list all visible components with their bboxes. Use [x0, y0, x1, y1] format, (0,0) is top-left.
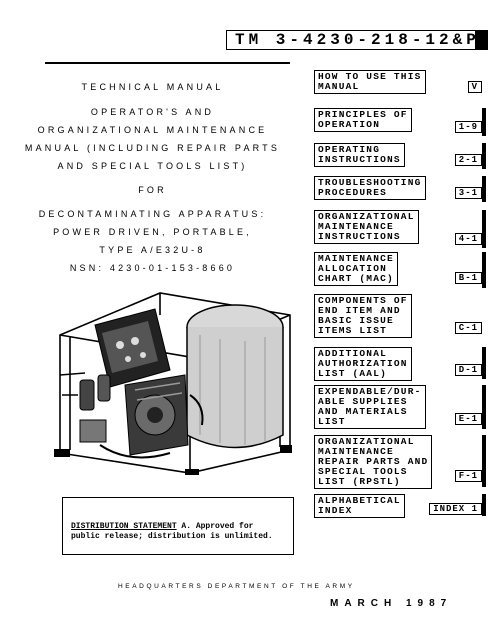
tab-edge-mark — [482, 210, 486, 248]
tab-page-number: F-1 — [454, 470, 482, 482]
tab-label: OPERATING INSTRUCTIONS — [314, 143, 405, 167]
tab-page-number: 3-1 — [454, 187, 482, 199]
tab-label: TROUBLESHOOTING PROCEDURES — [314, 176, 426, 200]
tab-edge-mark — [482, 143, 486, 169]
tm-box-edge-mark — [475, 31, 487, 49]
tab-label: HOW TO USE THIS MANUAL — [314, 70, 426, 94]
tab-page-number: E-1 — [454, 413, 482, 425]
tab-edge-mark — [482, 385, 486, 429]
title-line: DECONTAMINATING APPARATUS: — [38, 209, 267, 219]
title-line: TECHNICAL MANUAL — [81, 82, 224, 92]
tab-label: MAINTENANCE ALLOCATION CHART (MAC) — [314, 252, 398, 286]
title-line: POWER DRIVEN, PORTABLE, — [53, 227, 252, 237]
tab-page-number: B-1 — [454, 272, 482, 284]
header-rule — [45, 62, 290, 64]
decontaminating-apparatus-illustration — [54, 292, 292, 475]
tab-label: PRINCIPLES OF OPERATION — [314, 108, 412, 132]
tab-page-number: 1-9 — [454, 121, 482, 133]
tab-label: COMPONENTS OF END ITEM AND BASIC ISSUE I… — [314, 294, 412, 338]
tab-edge-mark — [482, 252, 486, 288]
tab-label: ALPHABETICAL INDEX — [314, 494, 405, 518]
manual-title-block: TECHNICAL MANUAL OPERATOR'S AND ORGANIZA… — [10, 82, 295, 273]
tab-page-number: C-1 — [454, 322, 482, 334]
title-line: ORGANIZATIONAL MAINTENANCE — [37, 125, 268, 135]
distribution-statement-box: DISTRIBUTION STATEMENT A. Approved for p… — [62, 497, 294, 555]
issuing-organization: HEADQUARTERS DEPARTMENT OF THE ARMY — [118, 583, 355, 590]
tab-edge-mark — [482, 494, 486, 516]
tab-page-number: D-1 — [454, 364, 482, 376]
title-line: NSN: 4230-01-153-8660 — [69, 263, 236, 273]
title-line: FOR — [138, 185, 167, 195]
tab-page-number: INDEX 1 — [429, 503, 482, 515]
publication-date: MARCH 1987 — [330, 598, 453, 609]
tab-label: ORGANIZATIONAL MAINTENANCE INSTRUCTIONS — [314, 210, 419, 244]
tab-page-number: V — [467, 81, 482, 93]
tab-label: ORGANIZATIONAL MAINTENANCE REPAIR PARTS … — [314, 435, 433, 489]
distribution-statement-text: A. Approved for public release; distribu… — [71, 522, 273, 541]
tab-edge-mark — [482, 435, 486, 487]
tab-page-number: 4-1 — [454, 233, 482, 245]
distribution-statement-label: DISTRIBUTION STATEMENT — [71, 522, 177, 531]
title-line: OPERATOR'S AND — [90, 107, 215, 117]
tab-label: ADDITIONAL AUTHORIZATION LIST (AAL) — [314, 347, 412, 381]
tab-page-number: 2-1 — [454, 154, 482, 166]
tab-edge-mark — [482, 176, 486, 202]
tab-edge-mark — [482, 108, 486, 136]
title-line: MANUAL (INCLUDING REPAIR PARTS — [24, 143, 281, 153]
tm-number-box: TM 3-4230-218-12&P — [226, 30, 488, 50]
title-line: AND SPECIAL TOOLS LIST) — [57, 161, 248, 171]
tab-edge-mark — [482, 347, 486, 379]
title-line: TYPE A/E32U-8 — [99, 245, 206, 255]
tm-number: TM 3-4230-218-12&P — [235, 31, 480, 49]
tab-label: EXPENDABLE/DUR- ABLE SUPPLIES AND MATERI… — [314, 385, 426, 429]
